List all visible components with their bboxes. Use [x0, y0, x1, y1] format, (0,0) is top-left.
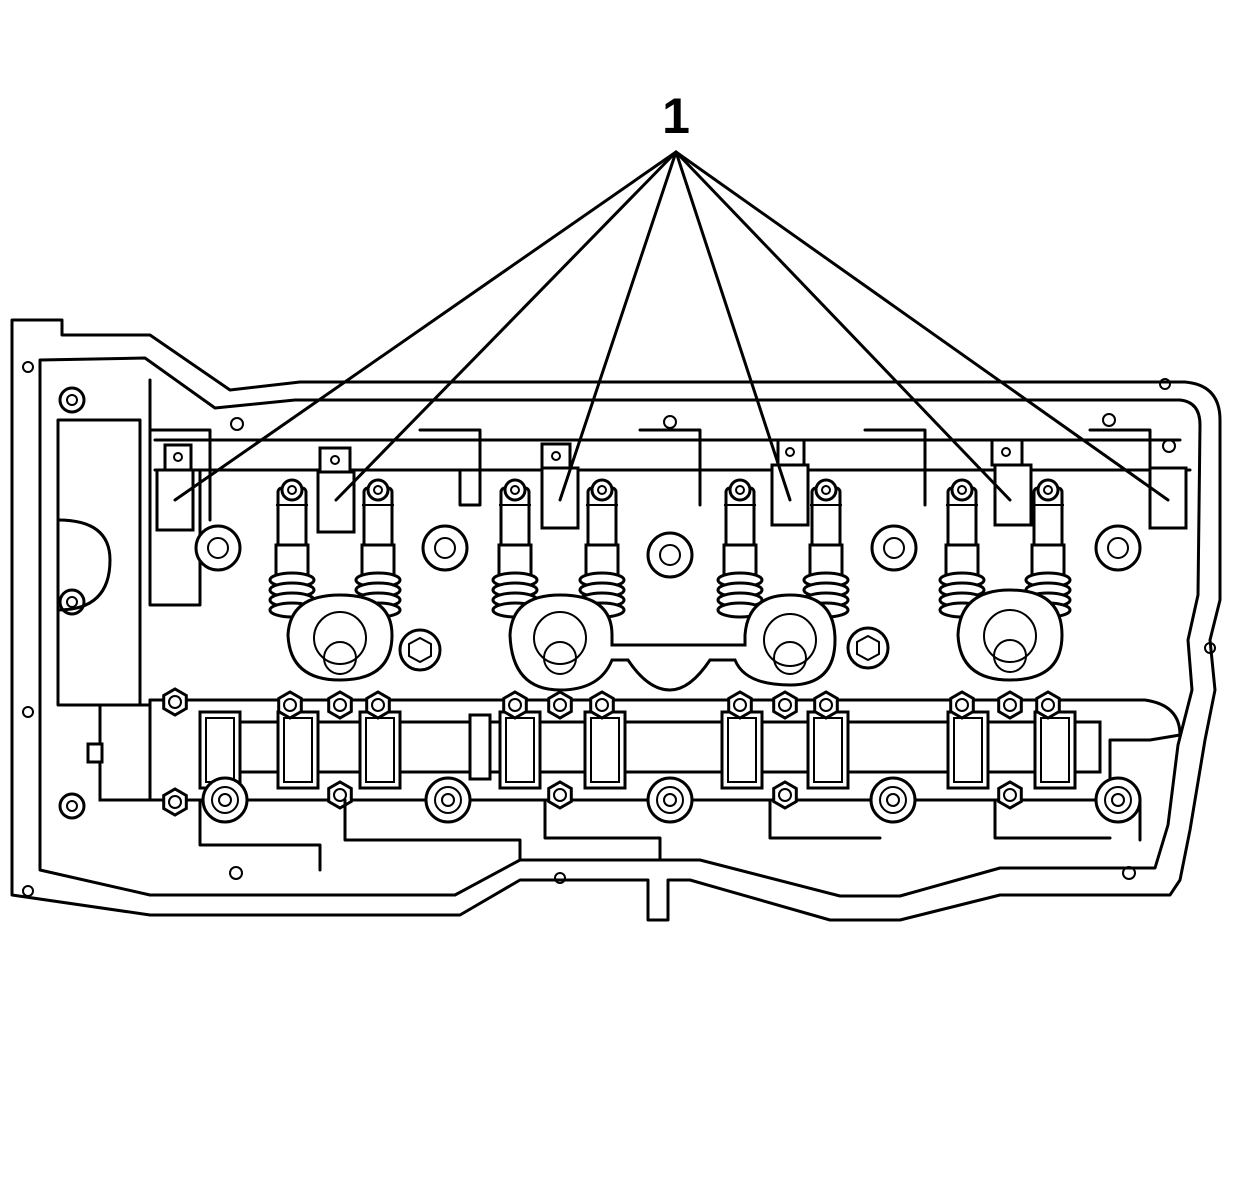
leader-line: [334, 150, 678, 502]
coil-pack: [808, 478, 844, 577]
hex-bolt: [997, 690, 1023, 720]
hex-bolt: [813, 690, 839, 720]
cam-lobe: [1033, 710, 1077, 790]
hex-bolt: [772, 780, 798, 810]
valve-springs: [268, 571, 1072, 619]
round-bolt: [201, 776, 249, 824]
cam-lobe: [583, 710, 627, 790]
cam-lobes: [198, 710, 1077, 790]
cylinder-head-inner-flange: [38, 356, 1202, 898]
cam-lobe: [276, 710, 320, 790]
housing-bolt-holes: [22, 361, 1216, 897]
hex-bolt: [727, 690, 753, 720]
spark-plug-wells: [194, 524, 1142, 579]
cam-lobe: [946, 710, 990, 790]
leader-line: [674, 150, 1170, 502]
timing-end-structure: [56, 378, 202, 802]
coil-bolt-5: [993, 463, 1033, 527]
lower-frame: [198, 798, 1142, 872]
upper-rail: [153, 438, 1192, 522]
hex-bolt: [547, 690, 573, 720]
round-bolt: [424, 776, 472, 824]
coil-tabs: [163, 438, 1024, 475]
hex-bolt: [997, 780, 1023, 810]
coil-pack: [722, 478, 758, 577]
coil-bolt-6: [1148, 466, 1188, 530]
hex-bolt: [772, 690, 798, 720]
leader-line: [674, 150, 792, 502]
ignition-coil-bolt-locations: [155, 463, 1188, 534]
callout-label-1: 1: [662, 88, 690, 144]
cam-lobe: [720, 710, 764, 790]
hex-bolts: [162, 687, 1061, 817]
hex-bolt: [277, 690, 303, 720]
coil-pack-assemblies: [274, 478, 1066, 577]
coil-pack: [1030, 478, 1066, 577]
round-bolt: [1094, 776, 1142, 824]
hex-bolt: [162, 787, 188, 817]
cylinder-head-outline: [10, 318, 1222, 922]
coil-bolt-2: [316, 470, 356, 534]
leader-line: [674, 150, 1012, 502]
cam-lobe: [198, 710, 242, 790]
hex-bolt: [547, 780, 573, 810]
hex-bolt: [949, 690, 975, 720]
leader-line: [173, 150, 678, 502]
coil-pack: [274, 478, 310, 577]
coil-pack: [944, 478, 980, 577]
coil-pack: [584, 478, 620, 577]
callout-leader-lines: [173, 150, 1170, 502]
leader-line: [558, 150, 678, 502]
cam-lobe: [806, 710, 850, 790]
coil-pack: [497, 478, 533, 577]
hex-bolt: [589, 690, 615, 720]
coil-pack: [360, 478, 396, 577]
hex-bolt: [365, 690, 391, 720]
round-bolt: [646, 776, 694, 824]
cam-lobe: [498, 710, 542, 790]
camshaft-bearing-bridge: [286, 588, 1064, 692]
hex-bolt: [502, 690, 528, 720]
hex-bolt: [162, 687, 188, 717]
coil-bolt-4: [770, 463, 810, 527]
cam-lobe: [358, 710, 402, 790]
hex-bolt: [327, 690, 353, 720]
hex-bolt: [1035, 690, 1061, 720]
round-bolt: [869, 776, 917, 824]
hex-bolt: [327, 780, 353, 810]
